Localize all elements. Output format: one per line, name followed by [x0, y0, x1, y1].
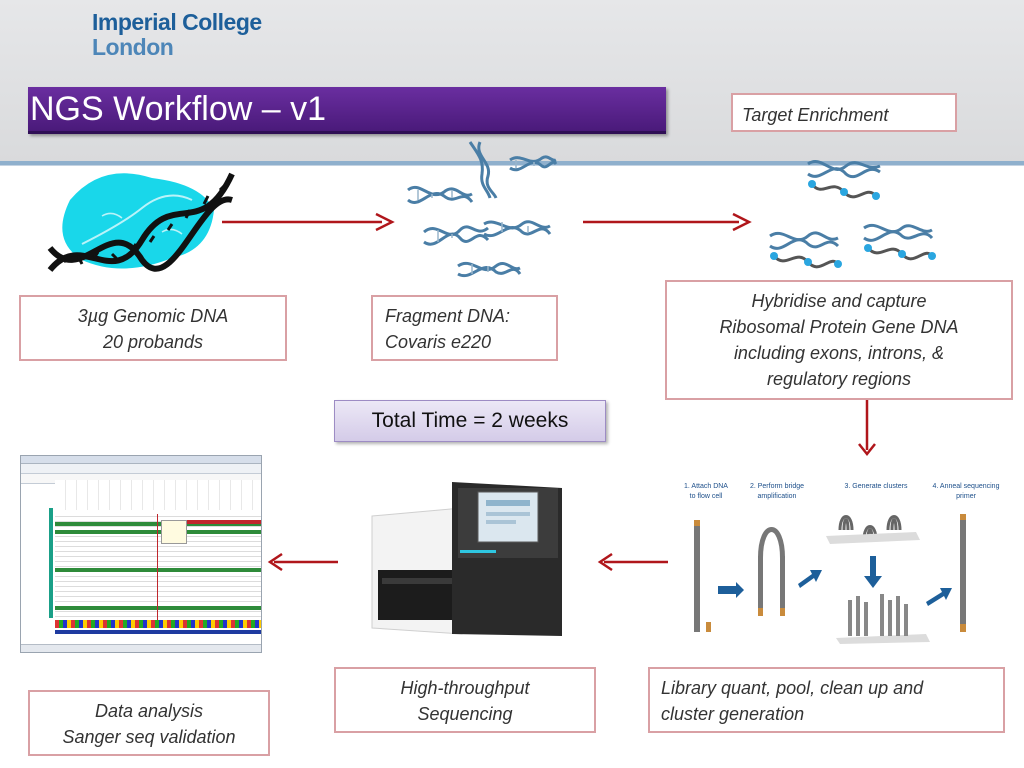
genomic-dna-box: 3µg Genomic DNA 20 probands	[19, 295, 287, 361]
title-bar: NGS Workflow – v1	[28, 87, 666, 134]
total-time-box: Total Time = 2 weeks	[334, 400, 606, 442]
cluster-step-1-line-2: to flow cell	[689, 493, 723, 500]
cluster-step-3-line-1: 3. Generate clusters	[844, 483, 908, 490]
genomic-dna-line-1: 3µg Genomic DNA	[77, 306, 229, 326]
sequencer-image	[371, 482, 562, 636]
cluster-step-1-line-1: 1. Attach DNA	[684, 483, 728, 490]
cluster-steps-drawing	[694, 514, 966, 644]
fragment-dna-line-2: Covaris e220	[385, 332, 492, 352]
arrow-library-to-sequencing	[597, 552, 668, 572]
hybridise-box: Hybridise and capture Ribosomal Protein …	[665, 280, 1013, 400]
sequencing-box: High-throughput Sequencing	[334, 667, 596, 733]
cluster-step-4-line-2: primer	[956, 493, 976, 500]
cluster-step-1-label: 1. Attach DNA to flow cell	[676, 482, 736, 502]
hybridise-line-3: including exons, introns, &	[733, 343, 945, 363]
data-analysis-box: Data analysis Sanger seq validation	[28, 690, 270, 756]
target-enrichment-image	[769, 160, 936, 269]
cluster-generation-figure: 1. Attach DNA to flow cell 2. Perform br…	[676, 476, 1006, 644]
header-rule	[0, 161, 1024, 166]
header-band	[0, 0, 1024, 163]
sequencing-line-1: High-throughput	[400, 678, 530, 698]
cluster-step-4-label: 4. Anneal sequencing primer	[926, 482, 1006, 502]
target-enrichment-box: Target Enrichment	[731, 93, 957, 132]
arrow-sequencing-to-analysis	[267, 552, 338, 572]
genomic-dna-line-2: 20 probands	[102, 332, 204, 352]
target-enrichment-label: Target Enrichment	[742, 105, 889, 125]
hybridise-line-2: Ribosomal Protein Gene DNA	[719, 317, 959, 337]
arrow-genomic-to-fragment	[222, 212, 395, 232]
data-analysis-line-1: Data analysis	[94, 701, 204, 721]
data-analysis-line-2: Sanger seq validation	[62, 727, 236, 747]
arrow-enrichment-to-library	[858, 400, 876, 457]
slide-title: NGS Workflow – v1	[30, 90, 327, 128]
sequencing-line-2: Sequencing	[417, 704, 513, 724]
fragment-dna-box: Fragment DNA: Covaris e220	[371, 295, 558, 361]
library-line-2: cluster generation	[661, 704, 805, 724]
hybridise-line-1: Hybridise and capture	[751, 291, 927, 311]
arrow-fragment-to-enrichment	[583, 212, 752, 232]
fragment-dna-line-1: Fragment DNA:	[385, 306, 511, 326]
imperial-college-logo: Imperial College London	[92, 10, 262, 60]
logo-line-2: London	[92, 34, 174, 60]
genomic-dna-image	[47, 172, 235, 272]
cluster-step-2-line-1: 2. Perform bridge	[749, 483, 805, 490]
cluster-step-3-label: 3. Generate clusters	[836, 482, 916, 492]
hybridise-line-4: regulatory regions	[766, 369, 912, 389]
library-line-1: Library quant, pool, clean up and	[661, 678, 924, 698]
logo-line-1: Imperial College	[92, 9, 262, 35]
genome-browser-screenshot	[20, 455, 262, 653]
fragmented-dna-image	[407, 141, 558, 278]
library-box: Library quant, pool, clean up and cluste…	[648, 667, 1005, 733]
cluster-step-2-label: 2. Perform bridge amplification	[740, 482, 814, 502]
cluster-step-2-line-2: amplification	[757, 493, 797, 500]
total-time-label: Total Time = 2 weeks	[371, 409, 569, 432]
cluster-step-4-line-1: 4. Anneal sequencing	[932, 483, 1000, 490]
